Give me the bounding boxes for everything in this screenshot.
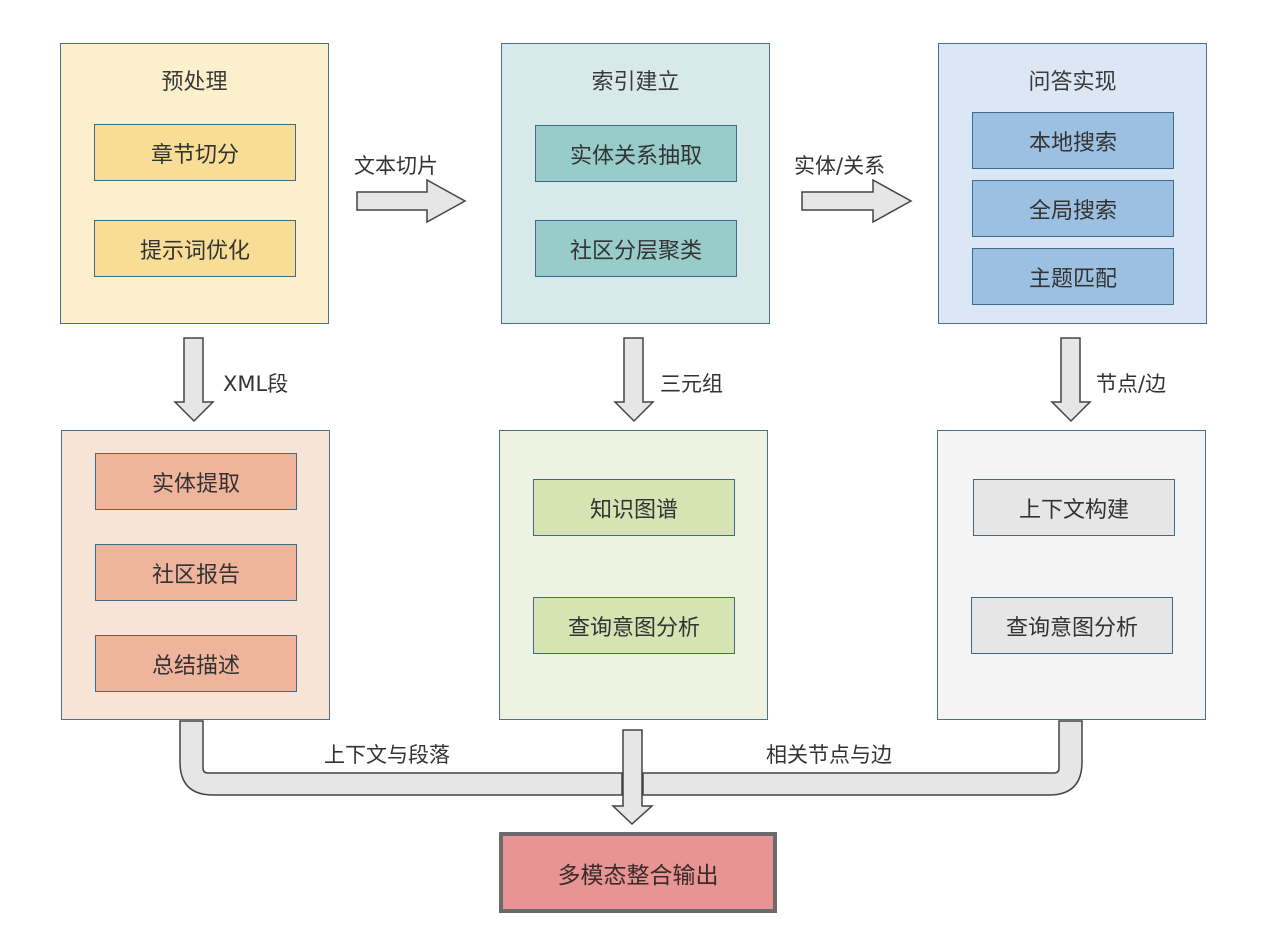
label-xml-segment: XML段: [223, 372, 289, 396]
item-entity-relation-extract: 实体关系抽取: [535, 125, 737, 182]
item-local-search: 本地搜索: [972, 112, 1174, 169]
panel-index: 索引建立 实体关系抽取 社区分层聚类: [501, 43, 770, 324]
item-chapter-split: 章节切分: [94, 124, 296, 181]
item-summary-description: 总结描述: [95, 635, 297, 692]
arrow-qa-to-context: [1050, 337, 1092, 423]
item-topic-match: 主题匹配: [972, 248, 1174, 305]
item-query-intent-analysis: 查询意图分析: [533, 597, 735, 654]
label-entity-relation: 实体/关系: [794, 154, 886, 178]
label-triples: 三元组: [660, 372, 723, 396]
item-query-intent-analysis-2: 查询意图分析: [971, 597, 1173, 654]
output-multimodal-integration: 多模态整合输出: [499, 832, 777, 913]
item-context-build: 上下文构建: [973, 479, 1175, 536]
item-knowledge-graph: 知识图谱: [533, 479, 735, 536]
arrow-to-output: [611, 729, 654, 826]
item-community-report: 社区报告: [95, 544, 297, 601]
panel-graph: 知识图谱 查询意图分析: [499, 430, 768, 720]
panel-extract: 实体提取 社区报告 总结描述: [61, 430, 330, 720]
item-global-search: 全局搜索: [972, 180, 1174, 237]
label-text-chunk: 文本切片: [354, 154, 438, 178]
label-nodes-edges: 节点/边: [1096, 372, 1167, 396]
arrow-right-merge: [642, 720, 1083, 796]
arrow-preprocess-to-index: [356, 178, 467, 224]
arrow-index-to-qa: [801, 178, 913, 224]
arrow-left-merge: [179, 720, 623, 796]
arrow-index-to-graph: [613, 337, 655, 423]
panel-qa: 问答实现 本地搜索 全局搜索 主题匹配: [938, 43, 1207, 324]
item-community-clustering: 社区分层聚类: [535, 220, 737, 277]
panel-title-index: 索引建立: [591, 70, 680, 95]
panel-context: 上下文构建 查询意图分析: [937, 430, 1206, 720]
panel-title-preprocess: 预处理: [161, 70, 228, 95]
label-context-paragraph: 上下文与段落: [324, 743, 450, 767]
label-related-nodes-edges: 相关节点与边: [766, 743, 892, 767]
panel-preprocess: 预处理 章节切分 提示词优化: [60, 43, 329, 324]
arrow-preprocess-to-extract: [173, 337, 215, 423]
panel-title-qa: 问答实现: [1028, 70, 1117, 95]
item-prompt-optimize: 提示词优化: [94, 220, 296, 277]
item-entity-extract: 实体提取: [95, 453, 297, 510]
